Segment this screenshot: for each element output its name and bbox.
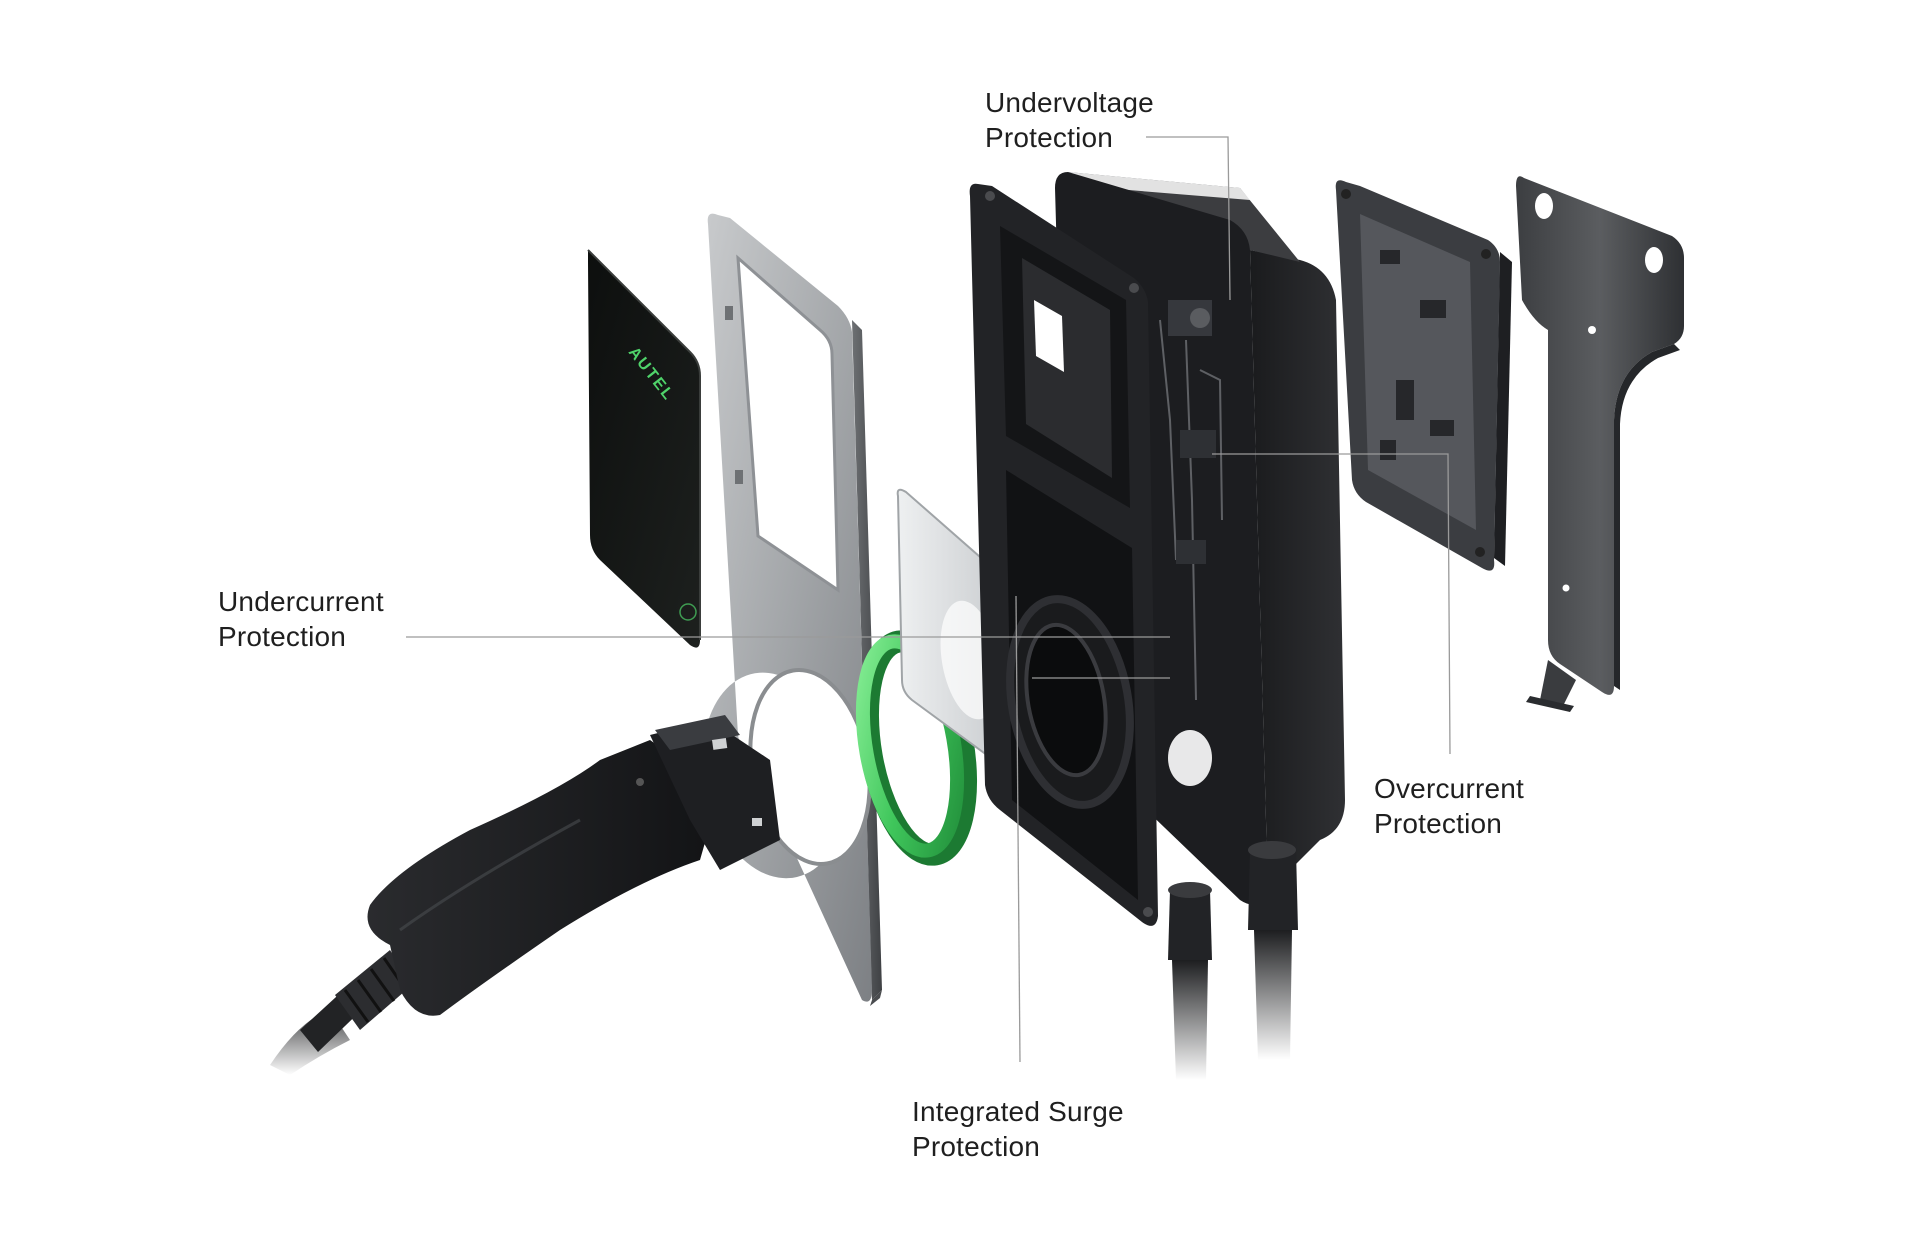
green-led-ring xyxy=(855,630,978,866)
callout-overcurrent-line2: Protection xyxy=(1374,808,1503,839)
leader-overcurrent xyxy=(1212,453,1451,755)
callout-overcurrent-line1: Overcurrent xyxy=(1374,773,1525,804)
leader-undervoltage xyxy=(1146,136,1231,301)
rfid-card: AUTEL xyxy=(587,248,701,648)
charging-connector xyxy=(270,715,780,1075)
front-faceplate xyxy=(702,213,882,1006)
callout-undercurrent-protection: Undercurrent Protection xyxy=(218,584,384,654)
callout-undercurrent-line1: Undercurrent xyxy=(218,586,384,617)
callout-overcurrent-protection: Overcurrent Protection xyxy=(1374,771,1524,841)
callout-undervoltage-line2: Protection xyxy=(985,122,1114,153)
back-cover-plate xyxy=(1335,180,1512,571)
callout-undervoltage-line1: Undervoltage xyxy=(985,87,1154,118)
wall-mount-bracket xyxy=(1516,176,1684,712)
callout-undercurrent-line2: Protection xyxy=(218,621,347,652)
nfc-icon xyxy=(679,603,697,621)
cable-glands xyxy=(1168,841,1298,1080)
callout-leader-lines xyxy=(406,136,1451,1063)
callout-integrated-surge-protection: Integrated Surge Protection xyxy=(912,1094,1124,1164)
callout-surge-line1: Integrated Surge xyxy=(912,1096,1124,1127)
callout-surge-line2: Protection xyxy=(912,1131,1041,1162)
leader-surge-vertical xyxy=(1015,595,1021,1063)
callout-undervoltage-protection: Undervoltage Protection xyxy=(985,85,1154,155)
main-housing xyxy=(969,172,1345,926)
